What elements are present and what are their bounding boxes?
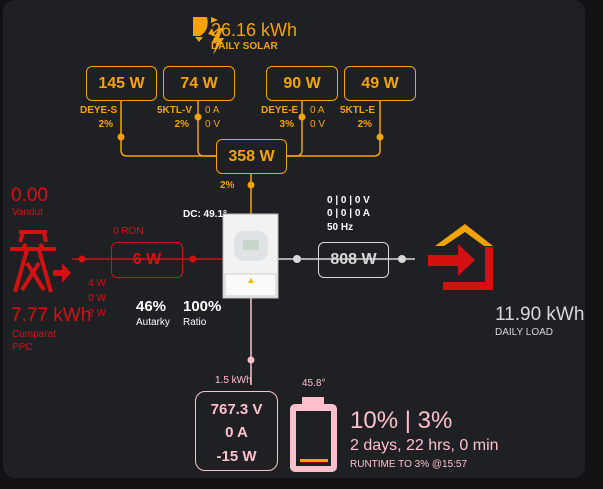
battery-level-fill	[300, 459, 328, 462]
pv4-line	[287, 100, 381, 157]
grid-sold-label: Vandut	[12, 207, 43, 218]
flow-dot	[293, 255, 301, 263]
pv2-power-box[interactable]: 74 W	[163, 66, 235, 101]
daily-solar-value: 26.16 kWh	[211, 20, 298, 40]
flow-dot	[247, 356, 255, 364]
battery-runtime: 2 days, 22 hrs, 0 min	[350, 437, 499, 454]
flow-dot	[298, 113, 306, 121]
daily-load-value: 11.90 kWh	[495, 304, 585, 325]
battery-info-box[interactable]: 767.3 V 0 A -15 W	[195, 391, 278, 471]
battery-power: -15 W	[216, 448, 257, 465]
solar-icon	[193, 17, 224, 55]
inverter-ac-amps: 0 | 0 | 0 A	[327, 208, 371, 219]
flow-dot	[189, 255, 197, 263]
pv4-pct: 2%	[357, 119, 372, 130]
pv1-name: DEYE-S	[80, 105, 118, 116]
ratio-label: Ratio	[183, 317, 207, 328]
battery-soc: 10% | 3%	[350, 407, 453, 434]
battery-voltage: 767.3 V	[210, 401, 263, 418]
autarky-label: Autarky	[136, 317, 170, 328]
pv1-pct: 2%	[98, 119, 113, 130]
pv2-name: 5KTL-V	[157, 105, 192, 116]
grid-power-box[interactable]: 6 W	[111, 242, 183, 278]
pv4-name: 5KTL-E	[340, 105, 375, 116]
power-flow-card	[3, 0, 585, 478]
autarky-value: 46%	[136, 298, 167, 315]
grid-cost: 0 RON	[113, 226, 144, 237]
pv1-power-box[interactable]: 145 W	[86, 66, 157, 101]
flow-dot	[376, 133, 384, 141]
pv2-amps: 0 A	[205, 105, 220, 116]
battery-energy: 1.5 kWh	[215, 375, 252, 386]
pv3-name: DEYE-E	[261, 105, 299, 116]
pv1-line	[120, 100, 216, 157]
ratio-value: 100%	[183, 298, 222, 315]
grid-sold-value: 0.00	[11, 185, 48, 206]
total-solar-pct: 2%	[220, 180, 235, 191]
home-load-icon	[428, 224, 493, 290]
pv2-line	[197, 100, 216, 157]
battery-runtime-label: RUNTIME TO 3% @15:57	[350, 459, 468, 470]
grid-bought-value: 7.77 kWh	[11, 305, 92, 326]
pv2-pct: 2%	[174, 119, 189, 130]
total-solar-power-box[interactable]: 358 W	[216, 139, 287, 174]
battery-temp: 45.8°	[302, 378, 326, 389]
inverter-ac-volts: 0 | 0 | 0 V	[327, 195, 370, 206]
grid-bought-label: Cumparat	[12, 329, 56, 340]
daily-load-label: DAILY LOAD	[495, 327, 553, 338]
grid-tower-icon	[10, 230, 56, 293]
pv3-pct: 3%	[279, 119, 294, 130]
grid-phase-2: 0 W	[88, 293, 106, 304]
battery-icon	[290, 397, 337, 472]
flow-dot	[247, 181, 255, 189]
flow-dot	[398, 255, 406, 263]
inverter-image	[222, 213, 279, 299]
pv4-power-box[interactable]: 49 W	[344, 66, 416, 101]
flow-dot	[117, 133, 125, 141]
pv3-power-box[interactable]: 90 W	[266, 66, 338, 101]
pv2-volts: 0 V	[205, 119, 221, 130]
grid-provider-label: PPC	[12, 342, 33, 353]
pv3-volts: 0 V	[310, 119, 326, 130]
grid-phase-1: 4 W	[88, 278, 106, 289]
battery-current: 0 A	[225, 424, 248, 441]
inverter-dc-temp: DC: 49.1°	[183, 209, 228, 220]
daily-solar-label: DAILY SOLAR	[211, 41, 278, 52]
flow-dot	[194, 113, 202, 121]
grid-phase-3: 2 W	[88, 308, 106, 319]
load-power-box[interactable]: 808 W	[318, 242, 389, 278]
inverter-frequency: 50 Hz	[327, 222, 354, 233]
grid-arrow-icon	[53, 263, 71, 283]
flow-dot	[78, 255, 86, 263]
pv3-amps: 0 A	[310, 105, 325, 116]
